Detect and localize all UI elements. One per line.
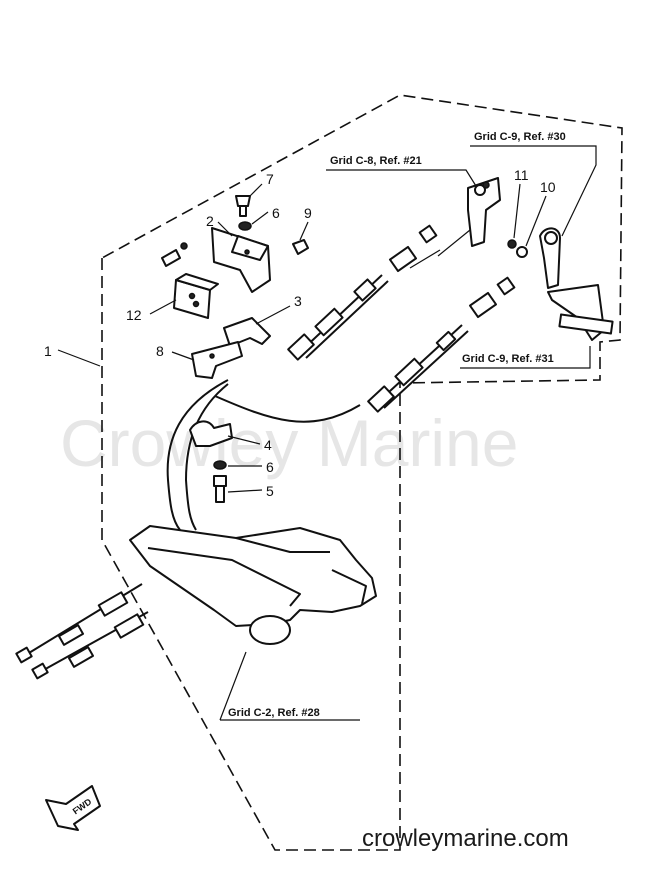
callout-3: 3 bbox=[294, 293, 302, 309]
washer-6a bbox=[238, 221, 252, 231]
leader-7 bbox=[249, 183, 263, 197]
leader-9 bbox=[299, 221, 309, 241]
leader-4 bbox=[227, 435, 261, 445]
callout-11: 11 bbox=[514, 167, 529, 183]
throttle-link-bracket bbox=[409, 177, 501, 269]
bolt-7 bbox=[235, 195, 251, 217]
ref-c9-30: Grid C-9, Ref. #30 bbox=[474, 131, 566, 143]
clamp-8 bbox=[191, 341, 243, 379]
leader-3 bbox=[255, 305, 291, 325]
leader-6a bbox=[251, 211, 269, 225]
leader-1 bbox=[57, 349, 101, 367]
leader-2 bbox=[217, 221, 233, 237]
callout-6a: 6 bbox=[272, 205, 280, 221]
bolt-5 bbox=[213, 475, 227, 503]
callout-6b: 6 bbox=[266, 459, 274, 475]
shift-rod-lower bbox=[367, 276, 516, 413]
ref-frame-c9-31 bbox=[460, 346, 591, 369]
clip-4 bbox=[189, 420, 233, 447]
leader-10 bbox=[525, 195, 547, 247]
leader-12 bbox=[149, 299, 177, 315]
callout-2: 2 bbox=[206, 213, 214, 229]
callout-7: 7 bbox=[266, 171, 274, 187]
clamp-3 bbox=[223, 317, 271, 347]
ref-c9-31: Grid C-9, Ref. #31 bbox=[462, 353, 554, 365]
ref-frame-c9-30 bbox=[470, 145, 597, 237]
callout-5: 5 bbox=[266, 483, 274, 499]
lower-cables bbox=[15, 583, 149, 680]
control-cable-2 bbox=[184, 383, 229, 531]
callout-10: 10 bbox=[540, 179, 556, 195]
throttle-lever bbox=[507, 227, 614, 341]
ref-c2-28: Grid C-2, Ref. #28 bbox=[228, 707, 320, 719]
callout-8: 8 bbox=[156, 343, 164, 359]
site-url: crowleymarine.com bbox=[362, 825, 569, 852]
callout-12: 12 bbox=[126, 307, 142, 323]
ref-frame-c2 bbox=[219, 651, 360, 721]
leader-11 bbox=[513, 183, 521, 239]
ref-c8-21: Grid C-8, Ref. #21 bbox=[330, 155, 422, 167]
assembly-boundary bbox=[101, 94, 623, 851]
watermark-text: Crowley Marine bbox=[60, 406, 518, 480]
nut-9 bbox=[292, 239, 309, 255]
washer-6b bbox=[213, 460, 227, 470]
leader-8 bbox=[171, 351, 195, 361]
control-cable-upper bbox=[214, 395, 361, 423]
control-cable bbox=[166, 379, 229, 531]
pad-12 bbox=[173, 273, 219, 319]
callout-4: 4 bbox=[264, 437, 272, 453]
leader-5 bbox=[227, 489, 263, 493]
fwd-arrow-icon: FWD bbox=[45, 785, 101, 831]
callout-9: 9 bbox=[304, 205, 312, 221]
gear-housing bbox=[129, 525, 377, 645]
ref-frame-c8 bbox=[326, 169, 477, 187]
bracket-2 bbox=[161, 227, 271, 293]
shift-rod-upper bbox=[287, 224, 438, 361]
callout-1: 1 bbox=[44, 343, 52, 359]
